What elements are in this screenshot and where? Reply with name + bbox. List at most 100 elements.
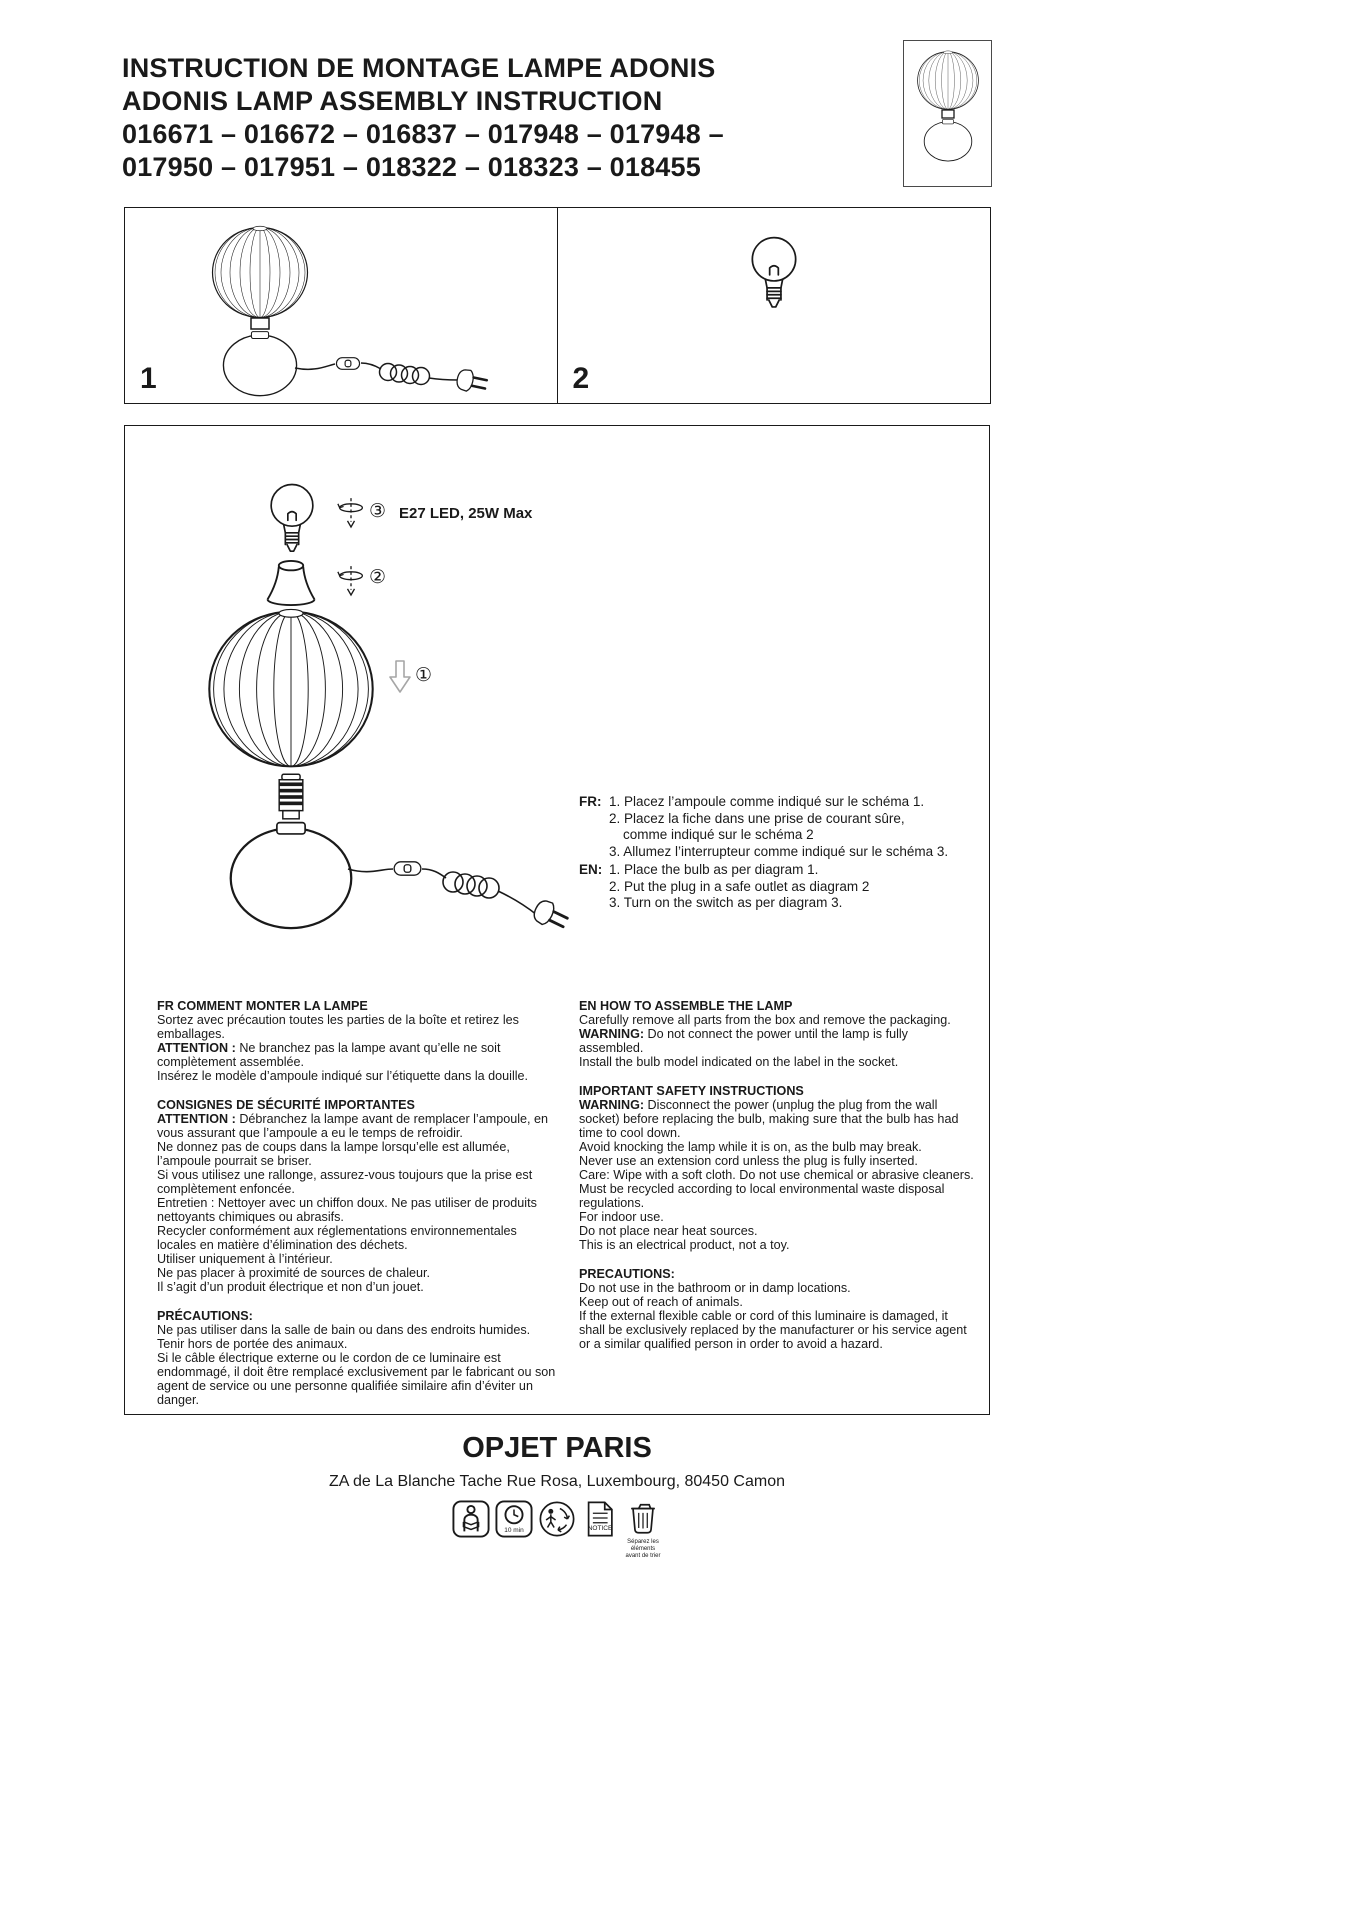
fr-safety-section: CONSIGNES DE SÉCURITÉ IMPORTANTES ATTENT… (157, 1098, 559, 1294)
steps-fr-line-2: 2. Placez la fiche dans une prise de cou… (609, 810, 905, 826)
en-precautions-section: PRECAUTIONS: Do not use in the bathroom … (579, 1267, 975, 1351)
paragraph-text: Keep out of reach of animals. (579, 1295, 743, 1309)
fr-assembly-section: FR COMMENT MONTER LA LAMPE Sortez avec p… (157, 999, 559, 1083)
screw-rotation-icon (337, 565, 364, 596)
instruction-paragraph: ATTENTION : Débranchez la lampe avant de… (157, 1112, 559, 1140)
instruction-paragraph: Never use an extension cord unless the p… (579, 1154, 975, 1168)
paragraph-text: Tenir hors de portée des animaux. (157, 1337, 348, 1351)
paragraph-text: Ne pas utiliser dans la salle de bain ou… (157, 1323, 531, 1337)
fr-precautions-heading: PRÉCAUTIONS: (157, 1309, 253, 1323)
read-manual-icon (452, 1500, 490, 1538)
instruction-paragraph: ATTENTION : Ne branchez pas la lampe ava… (157, 1041, 559, 1069)
instruction-paragraph: Ne donnez pas de coups dans la lampe lor… (157, 1140, 559, 1168)
fr-instructions-column: FR COMMENT MONTER LA LAMPE Sortez avec p… (157, 999, 559, 1422)
paragraph-text: Carefully remove all parts from the box … (579, 1013, 951, 1027)
instruction-paragraph: Carefully remove all parts from the box … (579, 1013, 975, 1027)
instruction-paragraph: WARNING: Do not connect the power until … (579, 1027, 975, 1055)
instruction-paragraph: Il s’agit d’un produit électrique et non… (157, 1280, 559, 1294)
instruction-paragraph: Must be recycled according to local envi… (579, 1182, 975, 1210)
paragraph-text: Entretien : Nettoyer avec un chiffon dou… (157, 1196, 537, 1224)
paragraph-emphasis: ATTENTION : (157, 1041, 236, 1055)
title-line-4-model-numbers: 017950 – 017951 – 018322 – 018323 – 0184… (122, 152, 701, 182)
callout-number-2: ② (369, 566, 387, 588)
instruction-paragraph: Tenir hors de portée des animaux. (157, 1337, 559, 1351)
assembly-time-icon: 10 min (495, 1500, 533, 1538)
paragraph-text: Disconnect the power (unplug the plug fr… (579, 1098, 959, 1140)
paragraph-text: Recycler conformément aux réglementation… (157, 1224, 517, 1252)
globe-shade-part-icon (208, 608, 374, 768)
instruction-paragraph: Keep out of reach of animals. (579, 1295, 975, 1309)
instruction-paragraph: Si le câble électrique externe ou le cor… (157, 1351, 559, 1407)
down-arrow-icon (389, 660, 411, 693)
instruction-paragraph: Ne pas utiliser dans la salle de bain ou… (157, 1323, 559, 1337)
paragraph-text: Ne pas placer à proximité de sources de … (157, 1266, 431, 1280)
notice-caption: NOTICE (587, 1525, 613, 1532)
steps-en: EN:1. Place the bulb as per diagram 1. 2… (579, 862, 869, 912)
paragraph-text: Install the bulb model indicated on the … (579, 1055, 899, 1069)
title-line-1: INSTRUCTION DE MONTAGE LAMPE ADONIS (122, 53, 716, 83)
paragraph-text: Must be recycled according to local envi… (579, 1182, 945, 1210)
footer-icons: 10 min NOTICE Séparez les éléments avant… (124, 1500, 990, 1560)
paragraph-text: Do not connect the power until the lamp … (579, 1027, 908, 1055)
en-precautions-heading: PRECAUTIONS: (579, 1267, 675, 1281)
lamp-socket-icon (278, 773, 304, 820)
page-title: INSTRUCTION DE MONTAGE LAMPE ADONIS ADON… (122, 52, 724, 184)
instruction-paragraph: Sortez avec précaution toutes les partie… (157, 1013, 559, 1041)
title-line-2: ADONIS LAMP ASSEMBLY INSTRUCTION (122, 86, 663, 116)
steps-en-label: EN: (579, 862, 603, 877)
fr-assembly-heading: FR COMMENT MONTER LA LAMPE (157, 999, 368, 1013)
steps-fr-label: FR: (579, 794, 602, 809)
power-cord-illustration (347, 868, 538, 916)
instruction-paragraph: If the external flexible cable or cord o… (579, 1309, 975, 1351)
steps-fr-line-1: FR:1. Placez l’ampoule comme indiqué sur… (579, 794, 925, 809)
paragraph-text: Never use an extension cord unless the p… (579, 1154, 918, 1168)
instruction-paragraph: Install the bulb model indicated on the … (579, 1055, 975, 1069)
paragraph-text: This is an electrical product, not a toy… (579, 1238, 790, 1252)
notice-icon: NOTICE (581, 1500, 619, 1538)
instruction-paragraph: Ne pas placer à proximité de sources de … (157, 1266, 559, 1280)
paragraph-emphasis: WARNING: (579, 1098, 645, 1112)
diagram-1-number: 1 (140, 362, 157, 395)
paragraph-text: Si le câble électrique externe ou le cor… (157, 1351, 556, 1407)
diagram-2-number: 2 (572, 362, 590, 395)
instruction-paragraph: WARNING: Disconnect the power (unplug th… (579, 1098, 975, 1140)
paragraph-text: Ne donnez pas de coups dans la lampe lor… (157, 1140, 510, 1168)
screw-rotation-icon (337, 497, 364, 528)
paragraph-emphasis: WARNING: (579, 1027, 645, 1041)
footer-brand: OPJET PARIS (462, 1432, 652, 1464)
title-line-3-model-numbers: 016671 – 016672 – 016837 – 017948 – 0179… (122, 119, 724, 149)
steps-fr: FR:1. Placez l’ampoule comme indiqué sur… (579, 794, 948, 860)
paragraph-text: Débranchez la lampe avant de remplacer l… (157, 1112, 549, 1140)
instruction-paragraph: Avoid knocking the lamp while it is on, … (579, 1140, 975, 1154)
triman-recycling-icon (538, 1500, 576, 1538)
exploded-lamp-diagram (208, 483, 572, 935)
steps-en-line-3: 3. Turn on the switch as per diagram 3. (609, 895, 843, 910)
instruction-paragraph: Entretien : Nettoyer avec un chiffon dou… (157, 1196, 559, 1224)
inline-switch-icon (393, 861, 422, 876)
fr-precautions-section: PRÉCAUTIONS: Ne pas utiliser dans la sal… (157, 1309, 559, 1407)
paragraph-text: Ne branchez pas la lampe avant qu’elle n… (157, 1041, 501, 1069)
power-plug-icon (529, 896, 572, 935)
callout-number-1: ① (415, 664, 433, 686)
steps-en-line-2: 2. Put the plug in a safe outlet as diag… (609, 878, 870, 894)
assembled-lamp-with-cord-illustration (211, 225, 490, 397)
instruction-paragraph: For indoor use. (579, 1210, 975, 1224)
paragraph-text: Insérez le modèle d’ampoule indiqué sur … (157, 1069, 529, 1083)
instruction-paragraph: Do not place near heat sources. (579, 1224, 975, 1238)
paragraph-text: Il s’agit d’un produit électrique et non… (157, 1280, 424, 1294)
instruction-paragraph: Care: Wipe with a soft cloth. Do not use… (579, 1168, 975, 1182)
instruction-paragraph: Do not use in the bathroom or in damp lo… (579, 1281, 975, 1295)
en-assembly-heading: EN HOW TO ASSEMBLE THE LAMP (579, 999, 793, 1013)
paragraph-text: Sortez avec précaution toutes les partie… (157, 1013, 519, 1041)
paragraph-text: Utiliser uniquement à l’intérieur. (157, 1252, 333, 1266)
paragraph-text: For indoor use. (579, 1210, 664, 1224)
instruction-paragraph: Insérez le modèle d’ampoule indiqué sur … (157, 1069, 559, 1083)
paragraph-text: Care: Wipe with a soft cloth. Do not use… (579, 1168, 974, 1182)
assembly-instructions-box: ③ E27 LED, 25W Max ② ① FR:1. Placez l’am… (124, 425, 990, 1415)
diagram-box-2: 2 (556, 207, 991, 404)
waste-sorting-icon: Séparez les éléments avant de trier (624, 1500, 662, 1560)
callout-number-3: ③ (369, 500, 387, 522)
paragraph-text: Do not place near heat sources. (579, 1224, 758, 1238)
lamp-base-icon (229, 821, 353, 930)
